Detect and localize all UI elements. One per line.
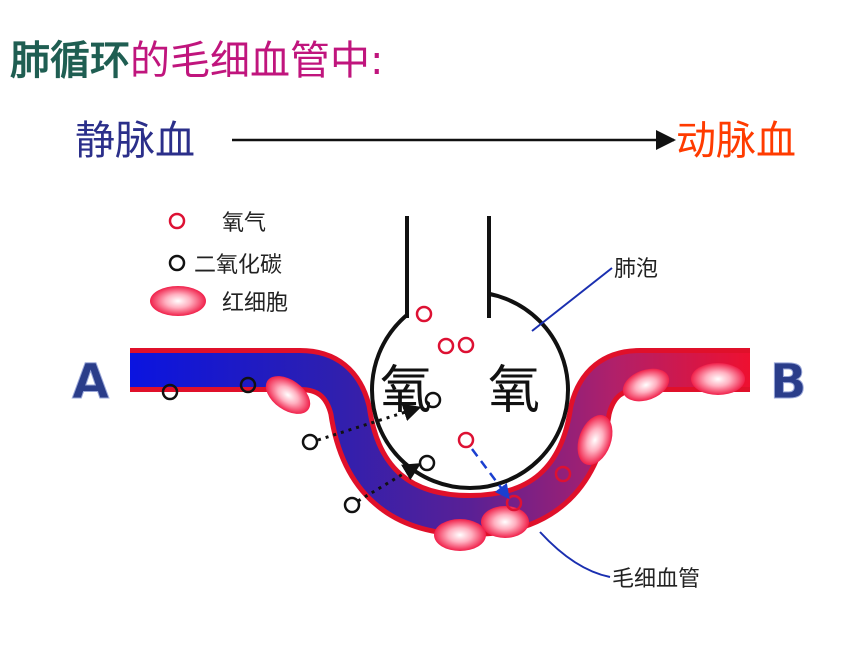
red-blood-cell bbox=[577, 414, 613, 466]
co2-molecule bbox=[239, 376, 257, 394]
oxygen-molecule bbox=[457, 336, 475, 354]
co2-diffusion-arrow bbox=[357, 463, 422, 503]
oxygen-molecules bbox=[415, 305, 572, 512]
oxygen-molecule bbox=[415, 305, 433, 323]
oxygen-diffusion-arrow bbox=[471, 448, 510, 500]
arterial-blood-label: 动脉血 bbox=[676, 118, 796, 164]
co2-molecule bbox=[301, 433, 319, 451]
co2-molecules bbox=[161, 376, 442, 514]
co2-molecule bbox=[161, 383, 179, 401]
oxygen-legend-icon bbox=[168, 212, 186, 230]
end-label-b: B bbox=[770, 354, 807, 410]
red-blood-cell bbox=[265, 376, 311, 414]
alveolus-label: 肺泡 bbox=[614, 257, 658, 282]
oxygen-molecule bbox=[437, 337, 455, 355]
legend-oxygen-label: 氧气 bbox=[222, 211, 266, 236]
co2-molecule bbox=[418, 454, 436, 472]
co2-legend-icon bbox=[168, 254, 186, 272]
title-rest-part: 的毛细血管中: bbox=[130, 38, 384, 84]
alveolus-callout-line bbox=[531, 267, 613, 332]
oxygen-molecule bbox=[457, 431, 475, 449]
red-blood-cell bbox=[481, 506, 529, 538]
red-blood-cell bbox=[691, 363, 745, 395]
rbc-legend-icon bbox=[150, 286, 206, 316]
page-title: 肺循环的毛细血管中: bbox=[10, 36, 383, 86]
oxygen-molecule bbox=[554, 465, 572, 483]
capillary-lumen bbox=[130, 353, 750, 532]
oxygen-char-right: 氧 bbox=[488, 361, 540, 421]
legend: 氧气 二氧化碳 红细胞 bbox=[150, 211, 288, 316]
capillary-label: 毛细血管 bbox=[612, 567, 700, 592]
legend-co2-label: 二氧化碳 bbox=[194, 253, 282, 278]
co2-molecule bbox=[343, 496, 361, 514]
legend-rbc-label: 红细胞 bbox=[222, 291, 288, 316]
end-label-a: A bbox=[72, 354, 109, 410]
venous-blood-label: 静脉血 bbox=[75, 118, 195, 164]
title-bold-part: 肺循环 bbox=[10, 38, 130, 84]
alveolus bbox=[370, 212, 570, 490]
capillary-callout-line bbox=[539, 531, 611, 578]
co2-diffusion-arrow bbox=[317, 403, 422, 442]
oxygen-molecule bbox=[505, 494, 523, 512]
red-blood-cell bbox=[434, 519, 486, 551]
co2-molecule bbox=[424, 391, 442, 409]
red-blood-cell bbox=[622, 368, 670, 402]
oxygen-char-left: 氧 bbox=[380, 361, 432, 421]
red-blood-cells bbox=[265, 363, 745, 551]
